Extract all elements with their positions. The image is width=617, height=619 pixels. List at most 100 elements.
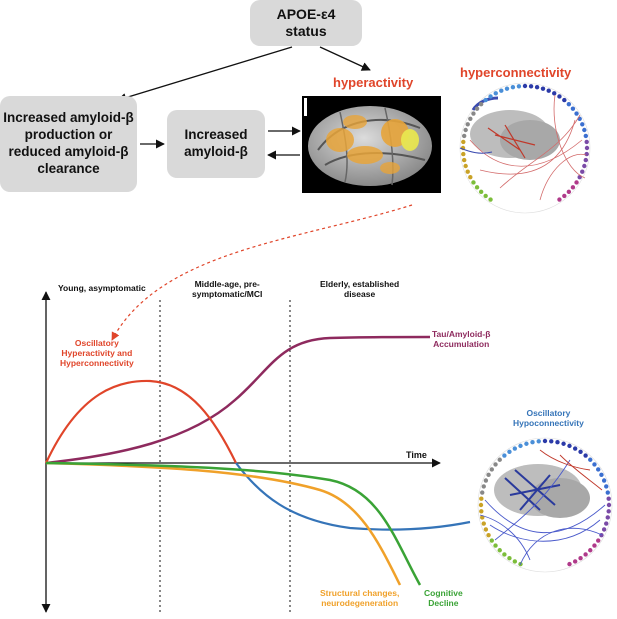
connectome-node (480, 490, 485, 495)
connectome-node (578, 449, 583, 454)
connectome-node (516, 84, 522, 89)
connectome-node (463, 163, 468, 169)
connectome-node (601, 527, 607, 532)
connectome-node (572, 559, 578, 564)
connectome-node (536, 439, 541, 444)
connectome-node (605, 515, 610, 520)
connectome-node (584, 151, 589, 157)
connectome-node (604, 484, 609, 489)
connectome-node (474, 185, 480, 190)
connectome-node (483, 527, 489, 532)
connectome-node (493, 543, 498, 548)
connectome-node (489, 538, 494, 543)
label-tau-amyloid: Tau/Amyloid-β Accumulation (432, 329, 491, 350)
connectome-node (504, 86, 510, 91)
connectome-node (489, 467, 494, 472)
connectome-node (524, 441, 529, 446)
time-label: Time (406, 450, 427, 460)
connectome-node (486, 472, 491, 478)
increased-amyloid-box: Increased amyloid-β (167, 110, 265, 178)
connectome-node (507, 556, 512, 561)
connectome-node (555, 440, 560, 445)
connectome-node (583, 157, 589, 163)
connectome-node (582, 163, 587, 169)
apoe-status-box: APOE-ε4 status (250, 0, 362, 46)
connectome-node (461, 157, 467, 163)
connectome-node (502, 453, 507, 458)
connectome-node (605, 490, 610, 495)
connectome-node (549, 439, 554, 444)
stage-label-middle: Middle-age, pre- symptomatic/MCI (192, 279, 263, 300)
connectome-node (574, 180, 579, 185)
connectome-node (486, 532, 491, 538)
connectome-node (552, 91, 557, 96)
curve-oscillatory-hypo (235, 462, 471, 531)
connectome-node (518, 443, 523, 449)
connectome-node (592, 543, 597, 548)
connectome-node (566, 101, 572, 107)
connectome-node (478, 101, 484, 107)
label-oscillatory-hypo: Oscillatory Hypoconnectivity (513, 408, 584, 429)
connectome-node (461, 133, 467, 139)
label-oscillatory-hyper: Oscillatory Hyperactivity and Hyperconne… (60, 338, 134, 369)
connectome-node (497, 548, 502, 553)
label-cognitive: Cognitive Decline (424, 588, 463, 609)
connectome-node (584, 145, 590, 151)
connectome-node (583, 552, 588, 557)
connectome-node (461, 151, 466, 157)
connectome-node (483, 193, 488, 199)
connectome-node (502, 552, 507, 557)
connectome-node (572, 446, 578, 451)
connectome-node (474, 106, 480, 111)
curve-tau-amyloid (45, 335, 431, 465)
connectome-node (562, 97, 567, 103)
connectome-node (481, 521, 486, 526)
hyperconnectivity-label: hyperconnectivity (460, 65, 572, 80)
connectome-node (465, 122, 470, 127)
arrow-apoe-to-production (117, 46, 293, 102)
hypoconnectivity-connectome (477, 437, 613, 573)
label-structural: Structural changes, neurodegeneration (320, 588, 400, 609)
connectome-node (580, 169, 585, 174)
connectome-node (479, 509, 484, 514)
connectome-node (583, 133, 589, 139)
connectome-node (580, 122, 585, 127)
connectome-node (488, 197, 493, 202)
connectome-node (599, 472, 604, 478)
connectome-node (567, 561, 572, 567)
hyperactivity-brain-image (302, 96, 441, 193)
connectome-node (588, 457, 593, 462)
connectome-node (499, 88, 504, 93)
curve-structural (45, 461, 402, 586)
connectome-node (530, 440, 535, 445)
connectome-node (561, 441, 566, 446)
hyperactivity-label: hyperactivity (333, 75, 414, 90)
connectome-node (507, 449, 512, 454)
connectome-node (567, 443, 572, 449)
connectome-node (497, 457, 502, 462)
connectome-node (493, 91, 498, 96)
stage-label-young: Young, asymptomatic (58, 283, 146, 293)
connectome-node (479, 496, 484, 501)
connectome-node (582, 127, 587, 133)
connectome-node (522, 83, 528, 89)
connectome-node (542, 438, 548, 444)
connectome-node (570, 106, 576, 111)
connectome-node (570, 185, 576, 190)
connectome-node (592, 462, 597, 467)
connectome-node (606, 502, 612, 508)
connectome-node (596, 538, 601, 543)
connectome-node (604, 521, 609, 526)
connectome-node (463, 127, 468, 133)
connectome-node (583, 453, 588, 458)
connectome-node (588, 548, 593, 553)
connectome-node (540, 86, 546, 91)
connectome-node (601, 478, 607, 483)
connectome-node (481, 484, 486, 489)
connectome-node (461, 139, 466, 145)
connectome-node (493, 462, 498, 467)
connectome-node (465, 169, 470, 174)
stage-label-elderly: Elderly, established disease (320, 279, 400, 300)
connectome-node (557, 94, 562, 99)
